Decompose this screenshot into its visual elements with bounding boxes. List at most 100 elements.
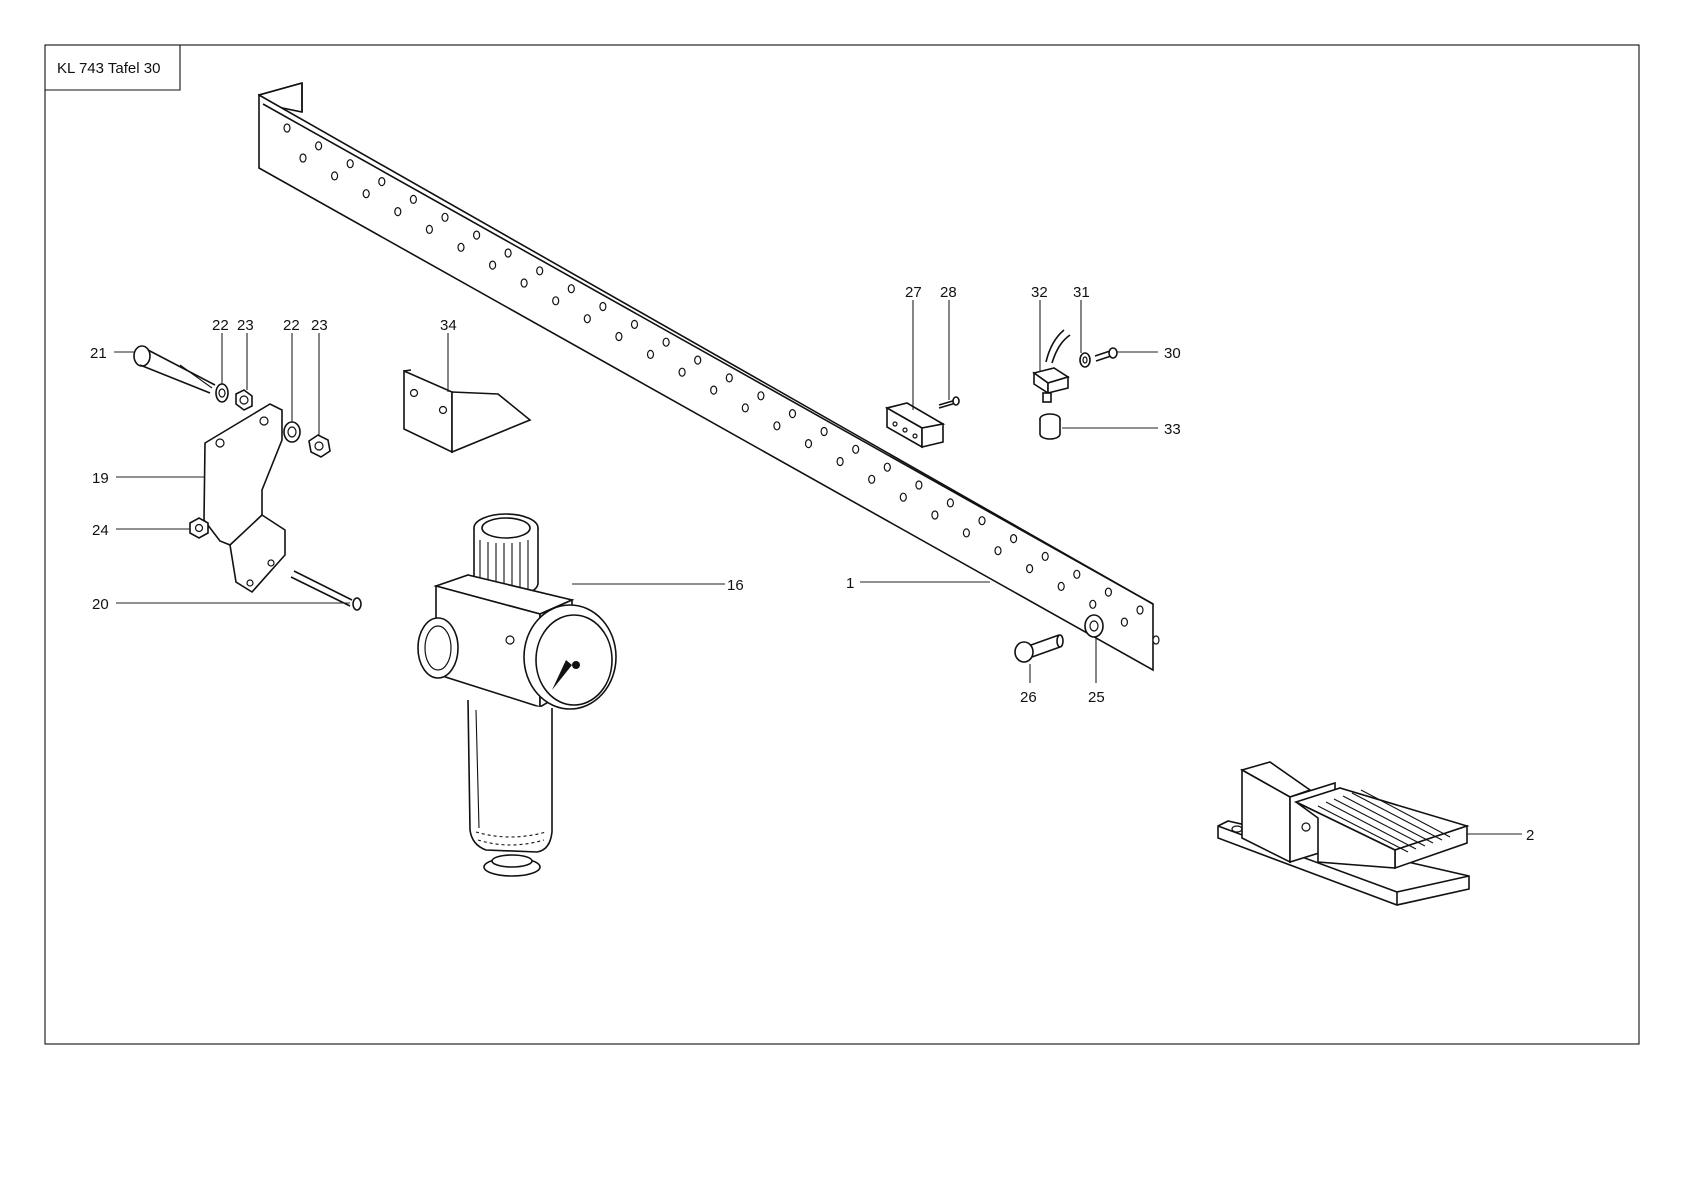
rail-hole	[347, 160, 353, 168]
rail-hole	[648, 350, 654, 358]
part-19-bracket-plate	[204, 404, 285, 592]
rail-hole	[568, 285, 574, 293]
callout-27: 27	[905, 284, 922, 301]
rail-hole	[410, 195, 416, 203]
part-30-screw	[1095, 348, 1117, 361]
callout-20: 20	[92, 596, 109, 613]
rail-hole	[1121, 618, 1127, 626]
rail-hole	[884, 463, 890, 471]
rail-hole	[821, 428, 827, 436]
rail-hole	[1137, 606, 1143, 614]
rail-hole	[726, 374, 732, 382]
part-20-screw	[291, 571, 361, 610]
rail-hole	[505, 249, 511, 257]
rail-hole	[616, 333, 622, 341]
rail-hole	[853, 445, 859, 453]
part-32-fitting	[1034, 330, 1070, 402]
rail-hole	[758, 392, 764, 400]
rail-hole	[379, 178, 385, 186]
rail-hole	[900, 493, 906, 501]
callout-22-b: 22	[283, 317, 300, 334]
callout-25: 25	[1088, 689, 1105, 706]
rail-hole	[806, 440, 812, 448]
rail-hole	[1011, 535, 1017, 543]
callout-2: 2	[1526, 827, 1534, 844]
part-16-filter-regulator	[418, 514, 616, 876]
rail-hole	[679, 368, 685, 376]
rail-hole	[442, 213, 448, 221]
callout-26: 26	[1020, 689, 1037, 706]
part-25-washer	[1085, 615, 1103, 637]
callout-21: 21	[90, 345, 107, 362]
part-27-block	[887, 403, 943, 447]
part-34-angle-bracket	[404, 370, 530, 452]
rail-hole	[1105, 588, 1111, 596]
rail-hole	[711, 386, 717, 394]
rail-hole	[363, 190, 369, 198]
title-box: KL 743 Tafel 30	[45, 45, 180, 90]
part-26-screw	[1015, 635, 1063, 662]
rail-hole	[1042, 552, 1048, 560]
callout-33: 33	[1164, 421, 1181, 438]
callout-24: 24	[92, 522, 109, 539]
rail-hole	[916, 481, 922, 489]
rail-hole	[490, 261, 496, 269]
part-31-washer	[1080, 353, 1090, 367]
callout-1: 1	[846, 575, 854, 592]
sheet-title: KL 743 Tafel 30	[57, 60, 160, 77]
rail-hole	[395, 208, 401, 216]
rail-hole	[932, 511, 938, 519]
part-1-perforated-rail	[259, 83, 1159, 670]
rail-hole	[1074, 570, 1080, 578]
rail-hole	[790, 410, 796, 418]
part-2-foot-pedal	[1218, 762, 1469, 905]
part-22-washer-a	[216, 384, 228, 402]
rail-hole	[426, 225, 432, 233]
callout-22-a: 22	[212, 317, 229, 334]
rail-hole	[995, 547, 1001, 555]
part-22-washer-b	[284, 422, 300, 442]
part-23-nut-b	[309, 435, 330, 457]
rail-hole	[979, 517, 985, 525]
callout-19: 19	[92, 470, 109, 487]
callout-28: 28	[940, 284, 957, 301]
part-23-nut-a	[236, 390, 252, 410]
rail-hole	[742, 404, 748, 412]
callout-23-b: 23	[311, 317, 328, 334]
rail-hole	[553, 297, 559, 305]
rail-hole	[1058, 582, 1064, 590]
rail-hole	[600, 303, 606, 311]
rail-hole	[774, 422, 780, 430]
rail-hole	[284, 124, 290, 132]
leader-lines	[114, 300, 1522, 834]
rail-hole	[1027, 565, 1033, 573]
rail-hole	[521, 279, 527, 287]
rail-hole	[632, 320, 638, 328]
rail-hole	[316, 142, 322, 150]
callout-16: 16	[727, 577, 744, 594]
rail-hole	[458, 243, 464, 251]
callout-23-a: 23	[237, 317, 254, 334]
rail-hole	[584, 315, 590, 323]
rail-hole	[837, 458, 843, 466]
callout-31: 31	[1073, 284, 1090, 301]
rail-hole	[663, 338, 669, 346]
rail-hole	[963, 529, 969, 537]
callout-30: 30	[1164, 345, 1181, 362]
rail-hole	[947, 499, 953, 507]
rail-hole	[695, 356, 701, 364]
part-24-nut	[190, 518, 208, 538]
rail-hole	[1153, 636, 1159, 644]
callout-34: 34	[440, 317, 457, 334]
rail-hole	[474, 231, 480, 239]
callout-labels: 1 2 16 19 20 21 22 23 22 23 24 25 26 27 …	[90, 284, 1534, 844]
part-21-long-bolt	[134, 346, 215, 393]
rail-hole	[300, 154, 306, 162]
rail-hole	[537, 267, 543, 275]
callout-32: 32	[1031, 284, 1048, 301]
rail-hole	[1090, 600, 1096, 608]
part-33-cap	[1040, 414, 1060, 439]
rail-hole	[869, 475, 875, 483]
rail-hole	[332, 172, 338, 180]
